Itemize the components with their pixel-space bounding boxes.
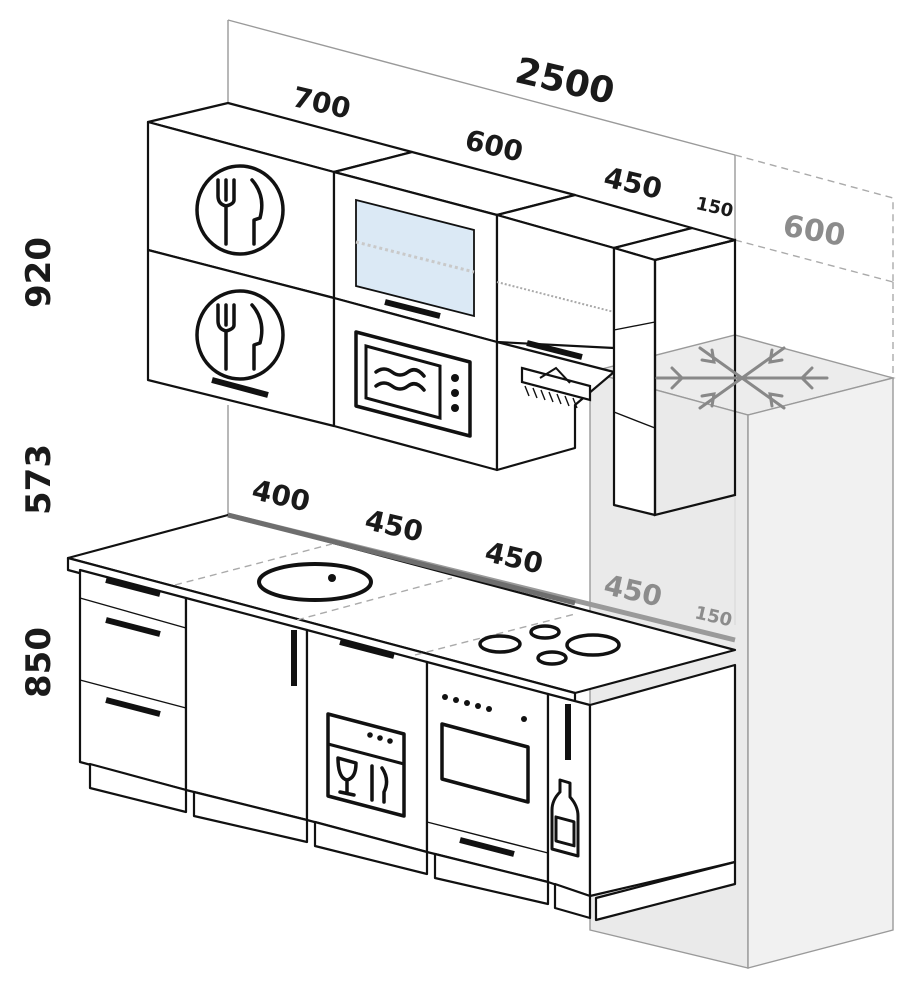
fridge-outline-dashed [734,154,894,380]
upper-handles [211,299,583,398]
dim-height-920: 920 [19,237,59,308]
sink-icon [257,562,373,602]
snowflake-icon [655,346,829,410]
dim-total-width: 2500 [511,50,618,112]
fork-knife-icon [195,164,285,256]
oven-icon [440,694,530,804]
fork-knife-icon-2 [195,289,285,381]
dishwasher-icon [326,712,406,818]
dim-height-573: 573 [19,444,59,515]
microwave-icon [354,330,472,438]
dim-fridge-600: 600 [780,209,848,254]
lower-cabinets [78,568,737,922]
lower-handles [105,577,571,857]
dim-lower-400: 400 [249,473,313,518]
dim-upper-450: 450 [601,161,665,206]
dim-upper-600: 600 [462,123,526,168]
dim-lower-450-a: 450 [362,503,426,548]
dim-height-850: 850 [19,627,59,698]
dim-lower-450-b: 450 [482,535,546,580]
upper-cabinets [146,101,737,517]
bottle-icon [550,778,580,858]
hob-icon [478,624,621,666]
dim-upper-150: 150 [694,193,735,222]
hood-icon [520,366,592,409]
dim-upper-700: 700 [289,80,353,125]
